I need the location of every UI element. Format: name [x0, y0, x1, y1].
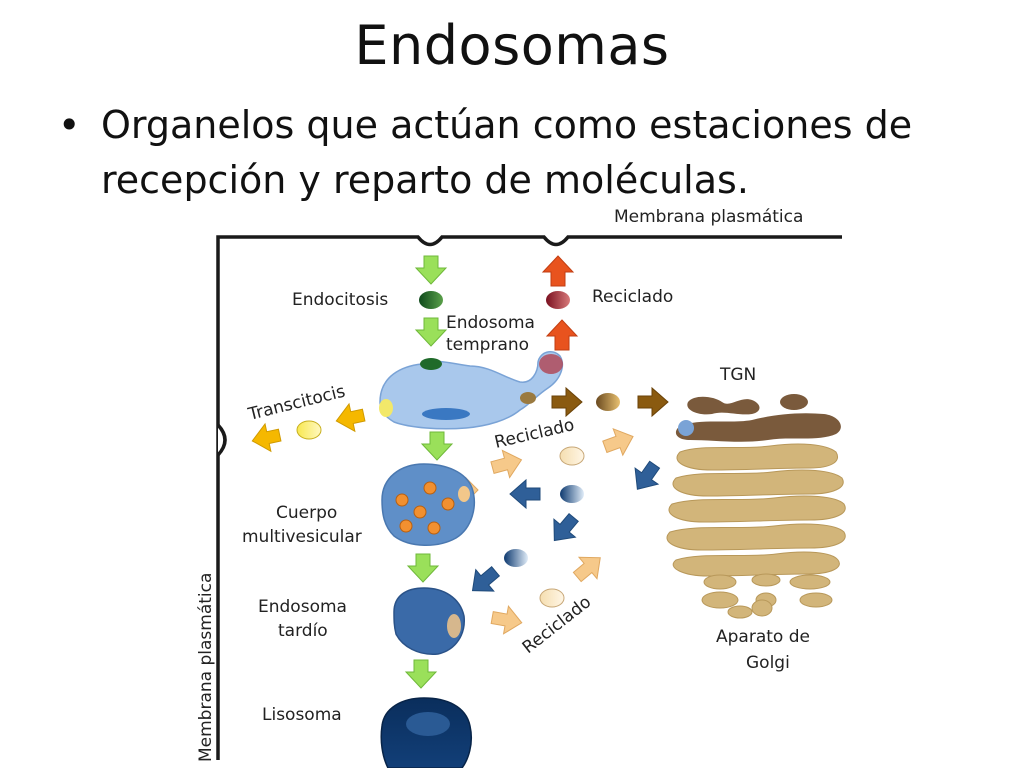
arrow-transcytosis-1	[335, 402, 366, 433]
arrow-green-5	[404, 659, 438, 689]
arrow-blue-4	[471, 566, 501, 592]
golgi-vesicle-3	[789, 574, 831, 590]
label-membrane-top: Membrana plasmática	[614, 207, 803, 227]
arrow-tan-2	[490, 449, 523, 479]
golgi-cisterna-5	[672, 551, 840, 577]
mvb-vesicle-3	[441, 497, 455, 511]
arrow-brown-1	[551, 386, 583, 418]
arrow-red-2	[545, 319, 579, 351]
early-endosome	[379, 351, 564, 430]
mvb-vesicle-6	[399, 519, 413, 533]
vesicle-blue-1	[560, 485, 584, 503]
label-lysosome: Lisosoma	[262, 705, 342, 725]
early-endosome-blue-patch	[422, 408, 470, 420]
arrow-green-3	[420, 431, 454, 461]
golgi-cisterna-4	[666, 523, 846, 551]
early-endosome-red-tip	[539, 354, 563, 374]
arrow-transcytosis-2	[251, 422, 282, 453]
lysosome-inner	[406, 712, 450, 736]
vesicle-recycling-middle	[559, 446, 585, 466]
plasma-membrane-bump	[216, 423, 227, 457]
slide-title: Endosomas	[354, 14, 670, 77]
mvb-tan-patch	[458, 486, 470, 502]
tgn-blue-tip	[678, 420, 694, 436]
golgi-cisterna-2	[672, 469, 844, 497]
label-recycling-top: Reciclado	[592, 287, 673, 307]
vesicle-recycling-red	[546, 291, 570, 309]
vesicle-endocytic	[419, 291, 443, 309]
label-golgi-2: Golgi	[746, 653, 790, 673]
vesicle-recycling-bottom	[539, 588, 565, 608]
arrow-blue-1	[634, 460, 661, 490]
vesicle-blue-2	[504, 549, 528, 567]
early-endosome-green-patch	[420, 358, 442, 370]
tgn-cisterna	[675, 413, 841, 442]
early-endosome-yellow-patch	[379, 399, 393, 417]
tgn-bead-1	[687, 396, 760, 415]
label-late-endosome-1: Endosoma	[258, 597, 347, 617]
late-endosome-tan-patch	[447, 614, 461, 638]
golgi-vesicle-1	[703, 574, 737, 590]
label-recycling-middle: Reciclado	[493, 415, 577, 453]
tgn-bead-2	[780, 394, 808, 410]
late-endosome	[393, 587, 465, 655]
golgi-vesicle-6	[799, 592, 833, 608]
label-membrane-left: Membrana plasmática	[196, 573, 216, 762]
arrow-green-1	[414, 255, 448, 285]
vesicle-to-tgn	[596, 393, 620, 411]
arrow-brown-2	[637, 386, 669, 418]
golgi-vesicle-7	[727, 605, 753, 619]
golgi-vesicle-8	[751, 599, 773, 617]
mvb-vesicle-1	[395, 493, 409, 507]
label-endocytosis: Endocitosis	[292, 290, 388, 310]
label-late-endosome-2: tardío	[278, 621, 328, 641]
arrow-green-2	[414, 317, 448, 347]
mvb-vesicle-2	[423, 481, 437, 495]
bullet-dot: •	[58, 103, 81, 147]
golgi-cisterna-3	[668, 495, 846, 523]
arrow-tan-5	[490, 605, 523, 635]
golgi-cisterna-1	[676, 443, 838, 471]
multivesicular-body	[381, 463, 476, 546]
bullet-text: Organelos que actúan como estaciones de …	[101, 103, 913, 202]
arrow-green-4	[406, 553, 440, 583]
mvb-vesicle-4	[413, 505, 427, 519]
label-tgn: TGN	[719, 365, 756, 385]
early-endosome-brown-patch	[520, 392, 536, 404]
vesicle-transcytosis	[296, 420, 322, 440]
label-early-endosome-2: temprano	[446, 335, 529, 355]
label-early-endosome-1: Endosoma	[446, 313, 535, 333]
golgi-vesicle-2	[751, 573, 781, 587]
arrow-blue-3	[553, 512, 579, 542]
arrow-tan-4	[572, 556, 601, 583]
label-mvb-1: Cuerpo	[276, 503, 337, 523]
arrow-red-1	[541, 255, 575, 287]
label-mvb-2: multivesicular	[242, 527, 362, 547]
golgi-vesicle-4	[701, 591, 739, 609]
arrow-tan-1	[602, 427, 634, 457]
label-golgi-1: Aparato de	[716, 627, 810, 647]
mvb-vesicle-5	[427, 521, 441, 535]
arrow-blue-2	[509, 478, 541, 510]
label-transcytosis: Transcitocis	[245, 381, 347, 425]
